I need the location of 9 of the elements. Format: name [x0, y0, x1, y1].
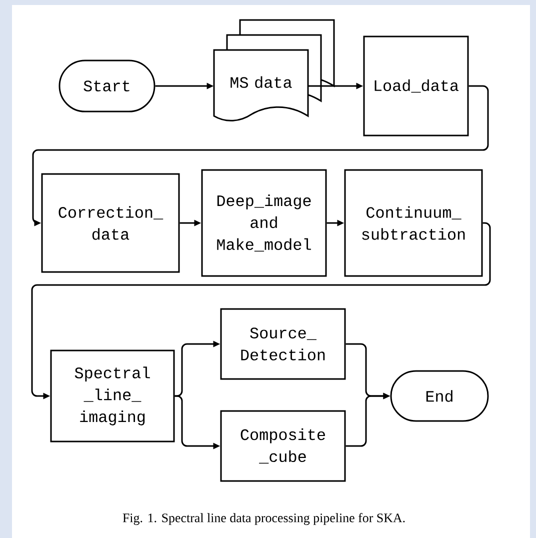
document-stack: MS data — [213, 19, 335, 122]
process-box: Load_data — [363, 36, 469, 136]
process-box: Continuum_ subtraction — [344, 169, 483, 277]
process-box: Composite _cube — [220, 410, 346, 482]
process-box: Spectral _line_ imaging — [50, 350, 175, 442]
process-box: Correction_ data — [41, 173, 180, 273]
process-box: Deep_image and Make_model — [201, 169, 327, 277]
process-box: Source_ Detection — [220, 308, 346, 380]
caption: Fig. 1. Spectral line data processing pipeline for SKA. — [122, 513, 405, 525]
